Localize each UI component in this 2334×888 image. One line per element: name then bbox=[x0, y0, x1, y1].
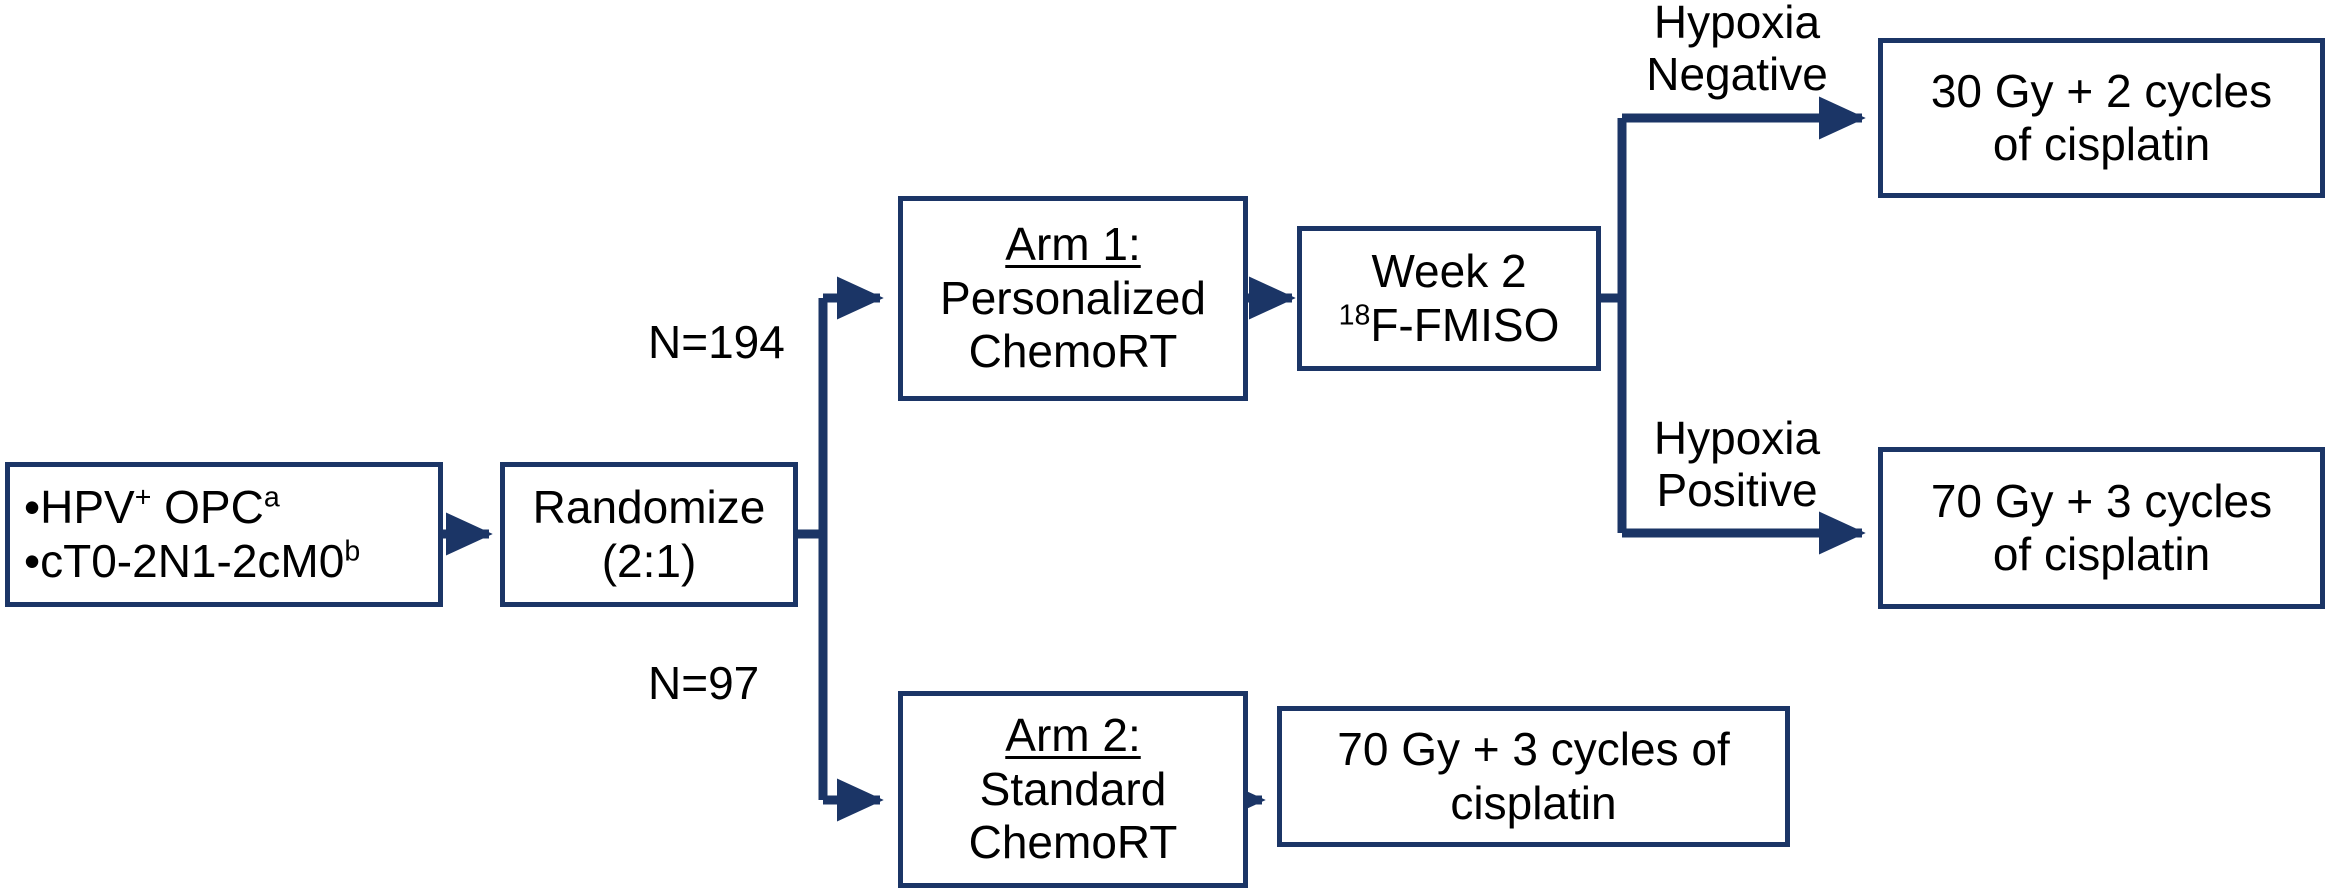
arm2-treatment-line-1: 70 Gy + 3 cycles of bbox=[1337, 723, 1730, 776]
hypoxia-negative-treatment-line-2: of cisplatin bbox=[1992, 118, 2211, 170]
hypoxia-negative-label-line-1: Hypoxia bbox=[1653, 0, 1821, 48]
hypoxia-positive-label-line-1: Hypoxia bbox=[1653, 412, 1821, 464]
arm2-line-2: Standard bbox=[979, 762, 1167, 815]
arm1-title: Arm 1: bbox=[1005, 218, 1141, 271]
week2-fmiso-box[interactable]: Week 2 18F-FMISO bbox=[1297, 226, 1601, 371]
arm1-line-3: ChemoRT bbox=[968, 325, 1178, 378]
hypoxia-positive-treatment-line-2: of cisplatin bbox=[1992, 528, 2211, 580]
eligibility-line-2: •cT0-2N1-2cM0b bbox=[24, 534, 361, 587]
imaging-line-2: 18F-FMISO bbox=[1338, 298, 1560, 351]
edge-label-hypoxia-positive: Hypoxia Positive bbox=[1612, 412, 1862, 517]
arm1-box[interactable]: Arm 1: Personalized ChemoRT bbox=[898, 196, 1248, 401]
hypoxia-positive-label-line-2: Positive bbox=[1656, 464, 1818, 517]
eligibility-criteria-box[interactable]: •HPV+ OPCa •cT0-2N1-2cM0b bbox=[5, 462, 443, 607]
edge-label-arm2-n: N=97 bbox=[648, 657, 760, 709]
edge-label-hypoxia-negative: Hypoxia Negative bbox=[1612, 0, 1862, 101]
arm2-title: Arm 2: bbox=[1005, 709, 1141, 762]
arm2-treatment-line-2: cisplatin bbox=[1450, 776, 1617, 829]
edge-label-arm1-n: N=194 bbox=[648, 316, 785, 368]
eligibility-line-1: •HPV+ OPCa bbox=[24, 481, 280, 534]
hypoxia-negative-label-line-2: Negative bbox=[1646, 48, 1828, 101]
hypoxia-negative-treatment-box[interactable]: 30 Gy + 2 cycles of cisplatin bbox=[1878, 38, 2325, 198]
arm2-treatment-box[interactable]: 70 Gy + 3 cycles of cisplatin bbox=[1277, 706, 1790, 847]
randomize-box[interactable]: Randomize (2:1) bbox=[500, 462, 798, 607]
arm2-line-3: ChemoRT bbox=[968, 816, 1178, 869]
imaging-line-1: Week 2 bbox=[1371, 245, 1527, 298]
hypoxia-positive-treatment-line-1: 70 Gy + 3 cycles bbox=[1930, 474, 2273, 527]
arm2-box[interactable]: Arm 2: Standard ChemoRT bbox=[898, 691, 1248, 888]
hypoxia-negative-treatment-line-1: 30 Gy + 2 cycles bbox=[1930, 64, 2273, 117]
arm1-line-2: Personalized bbox=[940, 271, 1206, 324]
randomize-line-1: Randomize bbox=[532, 481, 766, 534]
hypoxia-positive-treatment-box[interactable]: 70 Gy + 3 cycles of cisplatin bbox=[1878, 447, 2325, 609]
randomize-line-2: (2:1) bbox=[601, 534, 697, 587]
